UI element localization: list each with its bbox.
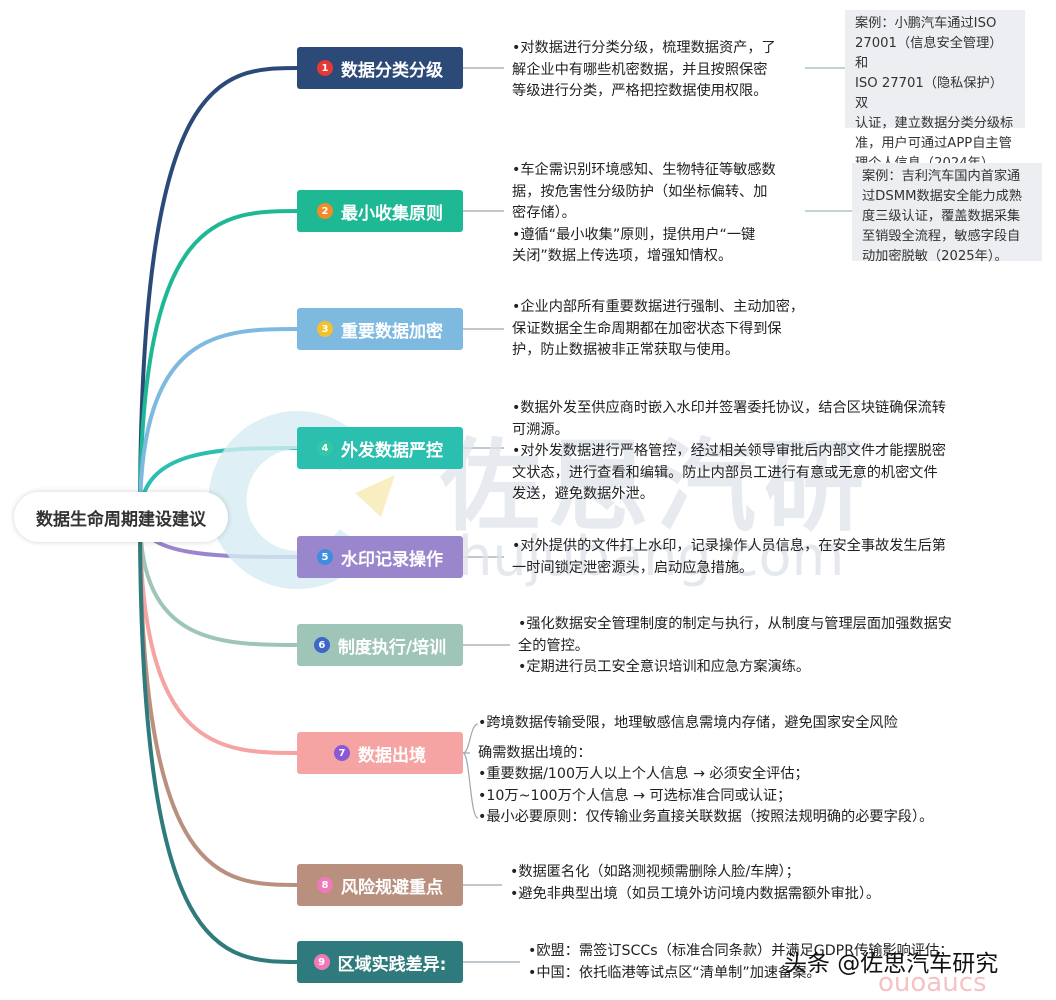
description-line: •遵循“最小收集”原则，提供用户“一键: [512, 226, 756, 243]
branch-node-6[interactable]: 6 制度执行/培训: [297, 624, 463, 666]
branch-number-badge: 7: [334, 745, 350, 761]
branch-number-badge: 3: [317, 321, 333, 337]
case-line: 过DSMM数据安全能力成熟: [862, 189, 1022, 204]
case-line: ISO 27701（隐私保护）双: [855, 76, 1003, 111]
branch-node-8[interactable]: 8 风险规避重点: [297, 864, 463, 906]
description-line: •对外发数据进行严格管控，经过相关领导审批后内部文件才能摆脱密: [512, 443, 946, 459]
description-line: •车企需识别环境感知、生物特征等敏感数: [512, 162, 776, 178]
description-line: 密存储）。: [512, 205, 576, 221]
case-box-2: 案例：吉利汽车国内首家通过DSMM数据安全能力成熟度三级认证，覆盖数据采集至销毁…: [852, 163, 1042, 264]
branch-number-badge: 6: [313, 637, 330, 653]
case-line: 案例：吉利汽车国内首家通: [862, 169, 1021, 184]
branch-node-2[interactable]: 2 最小收集原则: [297, 190, 463, 232]
description-line: 全的管控。: [518, 637, 589, 654]
description-line: •企业内部所有重要数据进行强制、主动加密，: [512, 299, 805, 315]
description-line: •欧盟：需签订SCCs（标准合同条款）并满足GDPR传输影响评估；: [528, 943, 954, 959]
branch-description-2: •车企需识别环境感知、生物特征等敏感数据，按危害性分级防护（如坐标偏转、加密存储…: [512, 160, 812, 268]
description-line: 一时间锁定泄密源头，启动应急措施。: [512, 559, 754, 576]
description-line: •定期进行员工安全意识培训和应急方案演练。: [518, 659, 811, 675]
description-line: •强化数据安全管理制度的制定与执行，从制度与管理层面加强数据安: [518, 616, 952, 632]
branch-number-badge: 5: [317, 549, 333, 565]
branch-label: 数据分类分级: [341, 60, 443, 81]
description-line: 解企业中有哪些机密数据，并且按照保密: [512, 61, 768, 78]
description-line: •跨境数据传输受限，地理敏感信息需境内存储，避免国家安全风险: [478, 715, 898, 731]
branch-number-badge: 2: [317, 203, 333, 219]
branch-label: 最小收集原则: [341, 203, 443, 224]
description-line: 发送，避免数据外泄。: [512, 486, 654, 502]
branch-description-5: •对外提供的文件打上水印，记录操作人员信息，在安全事故发生后第一时间锁定泄密源头…: [512, 536, 1012, 579]
case-line: 准，用户可通过APP自主管: [855, 136, 1012, 151]
branch-description-4: •数据外发至供应商时嵌入水印并签署委托协议，结合区块链确保流转可溯源。 •对外发数…: [512, 398, 1012, 506]
branch-description-3: •企业内部所有重要数据进行强制、主动加密， 保证数据全生命周期都在加密状态下得到保…: [512, 297, 832, 362]
branch-number-badge: 1: [317, 60, 333, 76]
branch-node-3[interactable]: 3 重要数据加密: [297, 308, 463, 350]
description-line: •最小必要原则：仅传输业务直接关联数据（按照法规明确的必要字段）。: [478, 809, 934, 825]
branch-label: 数据出境: [358, 745, 426, 766]
branch-node-4[interactable]: 4 外发数据严控: [297, 427, 463, 469]
description-line: 确需数据出境的：: [478, 744, 592, 761]
case-box-1: 案例：小鹏汽车通过ISO 27001（信息安全管理）和 ISO 27701（隐私保护…: [845, 10, 1025, 171]
branch-label: 水印记录操作: [341, 549, 443, 570]
case-line: 认证，建立数据分类分级标: [855, 116, 1014, 131]
description-line: •数据匿名化（如路测视频需删除人脸/车牌）；: [510, 864, 800, 880]
branch-label: 重要数据加密: [341, 321, 443, 342]
branch-description-1: •对数据进行分类分级，梳理数据资产，了解企业中有哪些机密数据，并且按照保密等级进…: [512, 38, 812, 103]
branch-label: 区域实践差异:: [337, 954, 447, 975]
description-line: [478, 735, 1038, 743]
description-line: •避免非典型出境（如员工境外访问境内数据需额外审批）。: [510, 885, 881, 902]
footer-watermark: ouoaucs: [878, 968, 987, 998]
branch-description-7: •跨境数据传输受限，地理敏感信息需境内存储，避免国家安全风险 确需数据出境的： •…: [478, 713, 1038, 829]
description-line: 据，按危害性分级防护（如坐标偏转、加: [512, 183, 768, 200]
case-line: 度三级认证，覆盖数据采集: [862, 209, 1021, 224]
branch-description-6: •强化数据安全管理制度的制定与执行，从制度与管理层面加强数据安全的管控。 •定期进…: [518, 614, 1018, 679]
branch-label: 外发数据严控: [341, 440, 443, 461]
branch-node-9[interactable]: 9 区域实践差异:: [297, 941, 463, 983]
watermark-title: 佐思汽研: [440, 428, 872, 545]
branch-description-9: •欧盟：需签订SCCs（标准合同条款）并满足GDPR传输影响评估； •中国：依托临…: [528, 941, 1028, 984]
description-line: 护，防止数据被非正常获取与使用。: [512, 342, 740, 358]
root-node[interactable]: 数据生命周期建设建议: [14, 492, 228, 542]
footer-credit: 头条 @佐思汽车研究: [784, 951, 999, 977]
branch-number-badge: 4: [317, 440, 333, 456]
description-line: •数据外发至供应商时嵌入水印并签署委托协议，结合区块链确保流转: [512, 400, 946, 416]
branch-node-5[interactable]: 5 水印记录操作: [297, 536, 463, 578]
watermark-url: shujubang.com: [430, 525, 845, 588]
branch-description-8: •数据匿名化（如路测视频需删除人脸/车牌）； •避免非典型出境（如员工境外访问境内…: [510, 862, 1010, 905]
description-line: 可溯源。: [512, 421, 569, 438]
description-line: •10万~100万个人信息 → 可选标准合同或认证；: [478, 787, 792, 804]
case-line: 27001（信息安全管理）和: [855, 36, 1003, 71]
description-line: 等级进行分类，严格把控数据使用权限。: [512, 83, 768, 99]
description-line: •对外提供的文件打上水印，记录操作人员信息，在安全事故发生后第: [512, 538, 946, 554]
branch-number-badge: 8: [317, 877, 333, 893]
description-line: 文状态，进行查看和编辑。防止内部员工进行有意或无意的机密文件: [512, 464, 938, 481]
description-line: •中国：依托临港等试点区“清单制”加速备案。: [528, 964, 821, 981]
case-line: 至销毁全流程，敏感字段自: [862, 229, 1021, 244]
branch-node-7[interactable]: 7 数据出境: [297, 732, 463, 774]
description-line: 保证数据全生命周期都在加密状态下得到保: [512, 320, 782, 337]
case-line: 案例：小鹏汽车通过ISO: [855, 16, 997, 31]
branch-number-badge: 9: [313, 954, 330, 970]
branch-label: 风险规避重点: [341, 877, 443, 898]
description-line: 关闭”数据上传选项，增强知情权。: [512, 248, 733, 264]
branch-label: 制度执行/培训: [337, 637, 447, 658]
description-line: •重要数据/100万人以上个人信息 → 必须安全评估；: [478, 766, 809, 782]
case-line: 动加密脱敏（2025年）。: [862, 249, 1008, 264]
description-line: •对数据进行分类分级，梳理数据资产，了: [512, 40, 776, 56]
branch-node-1[interactable]: 1 数据分类分级: [297, 47, 463, 89]
